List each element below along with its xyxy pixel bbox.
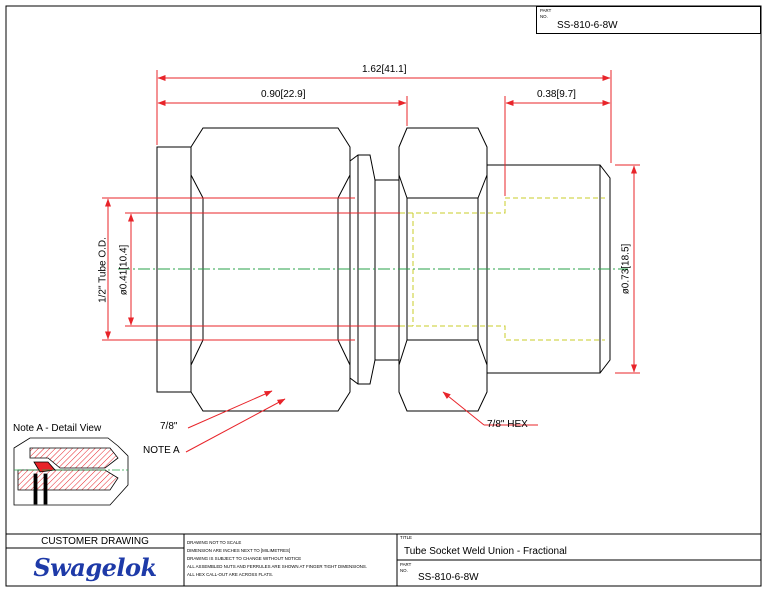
logo-text: Swagelok [33,553,157,582]
note-a-label: NOTE A [143,445,180,456]
detail-view [13,437,129,506]
customer-drawing-label: CUSTOMER DRAWING [41,536,149,547]
dim-body-label: 0.90[22.9] [261,89,306,100]
fitting-outline [156,127,611,412]
part-label-2: NO. [540,14,548,19]
title-block-lines [6,533,761,586]
note-line: ALL ASSEMBLED NUTS AND FERRULES ARE SHOW… [187,564,368,569]
dim-overall-label: 1.62[41.1] [362,64,407,75]
tube-od-label: 1/2" Tube O.D. [97,237,109,303]
part-label-1: PART [540,8,552,13]
part-number-top: SS-810-6-8W [557,20,618,31]
part-label-bottom-1: PART [400,562,412,567]
leader-nut-hex [187,390,273,429]
note-line: ALL HEX CALL-OUT ARE ACROSS FLATS. [187,572,274,577]
sheet-border [5,5,762,587]
part-label-bottom-2: NO. [400,568,408,573]
socket-diameter-label: ø0.73[18.5] [620,243,632,295]
dim-socket-label: 0.38[9.7] [537,89,576,100]
drawing-title: Tube Socket Weld Union - Fractional [404,546,567,557]
collar [374,179,400,361]
detail-view-label: Note A - Detail View [13,423,102,434]
dimension-lines [102,70,640,453]
swagelok-logo: Swagelok [6,549,184,586]
drawing-notes: DRAWING NOT TO SCALE DIMENSION ARE INCHE… [187,540,395,577]
part-number-bottom: SS-810-6-8W [418,572,479,583]
leader-body-hex [442,391,485,426]
part-number-box: PART NO. SS-810-6-8W [536,6,761,34]
title-label: TITLE [400,535,412,540]
bore-diameter-label: ø0.41[10.4] [118,244,130,296]
right-hex-body [398,127,488,412]
leader-note-a [185,398,286,453]
nut-hex-label: 7/8" [160,421,178,432]
note-line: DRAWING NOT TO SCALE [187,540,242,545]
note-line: DIMENSION ARE INCHES NEXT TO [MILIMETRES… [187,548,291,553]
note-line: DRAWING IS SUBJECT TO CHANGE WITHOUT NOT… [187,556,302,561]
body-hex-label: 7/8" HEX [487,419,528,430]
